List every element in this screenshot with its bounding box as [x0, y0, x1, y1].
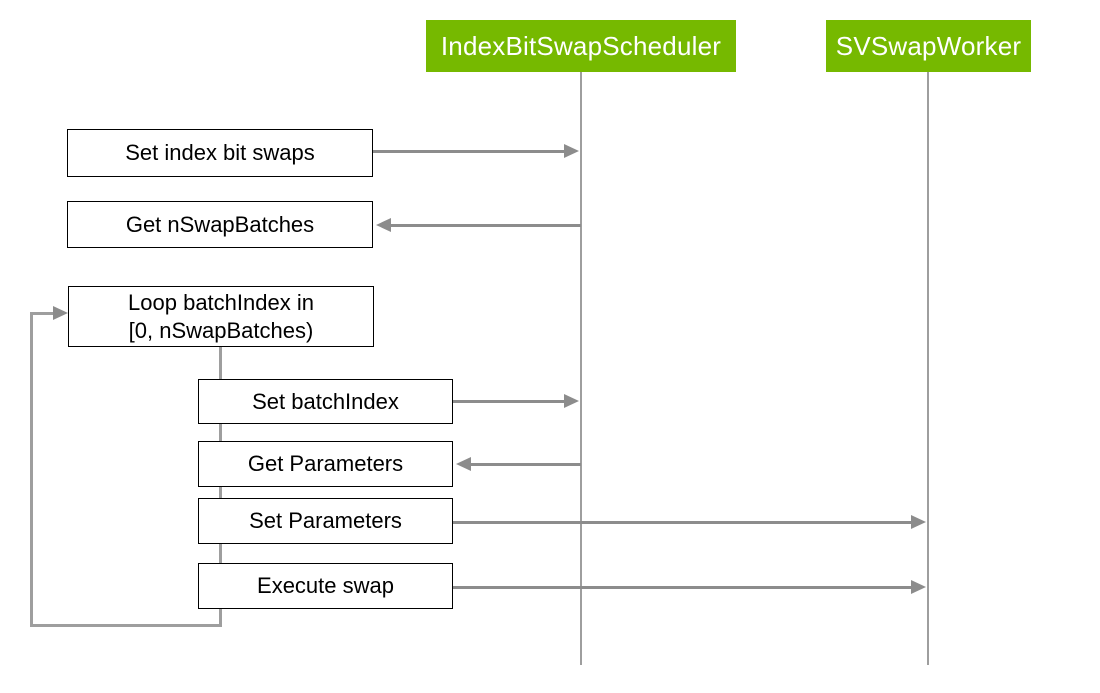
step-label-line2: [0, nSwapBatches) [128, 317, 314, 343]
step-label: Set index bit swaps [125, 140, 315, 165]
arrow-get-nswapbatches [391, 224, 581, 227]
arrowhead-right-icon [911, 515, 926, 529]
step-label-line1: Loop batchIndex in [128, 289, 314, 315]
arrow-set-parameters [453, 521, 911, 524]
arrowhead-right-icon [911, 580, 926, 594]
actor-label: SVSwapWorker [835, 30, 1022, 61]
actor-indexbitswapscheduler: IndexBitSwapScheduler [426, 20, 736, 72]
loop-connector-left-segment [30, 312, 33, 627]
arrow-execute-swap [453, 586, 911, 589]
arrowhead-right-icon [564, 144, 579, 158]
actor-svswapworker: SVSwapWorker [826, 20, 1031, 72]
step-label: Get Parameters [247, 451, 404, 476]
step-get-nswapbatches: Get nSwapBatches [67, 201, 373, 248]
arrow-set-index-bit-swaps [373, 150, 564, 153]
step-loop-batchindex: Loop batchIndex in [0, nSwapBatches) [68, 286, 374, 347]
step-get-parameters: Get Parameters [198, 441, 453, 487]
step-label: Execute swap [257, 573, 394, 598]
lifeline-indexbitswapscheduler [580, 72, 582, 665]
loop-return-arrow-line [30, 312, 53, 315]
actor-label: IndexBitSwapScheduler [440, 30, 722, 61]
loop-connector-bottom-segment [30, 624, 222, 627]
loop-return-arrowhead-icon [53, 306, 68, 320]
step-set-batchindex: Set batchIndex [198, 379, 453, 424]
lifeline-svswapworker [927, 72, 929, 665]
step-label: Set Parameters [249, 508, 402, 533]
step-label: Set batchIndex [252, 388, 399, 414]
step-execute-swap: Execute swap [198, 563, 453, 609]
arrowhead-left-icon [456, 457, 471, 471]
step-set-index-bit-swaps: Set index bit swaps [67, 129, 373, 177]
arrow-set-batchindex [453, 400, 564, 403]
loop-connector-down-segment [219, 347, 222, 627]
step-set-parameters: Set Parameters [198, 498, 453, 544]
arrowhead-left-icon [376, 218, 391, 232]
arrowhead-right-icon [564, 394, 579, 408]
arrow-get-parameters [471, 463, 581, 466]
step-label: Get nSwapBatches [125, 211, 315, 237]
